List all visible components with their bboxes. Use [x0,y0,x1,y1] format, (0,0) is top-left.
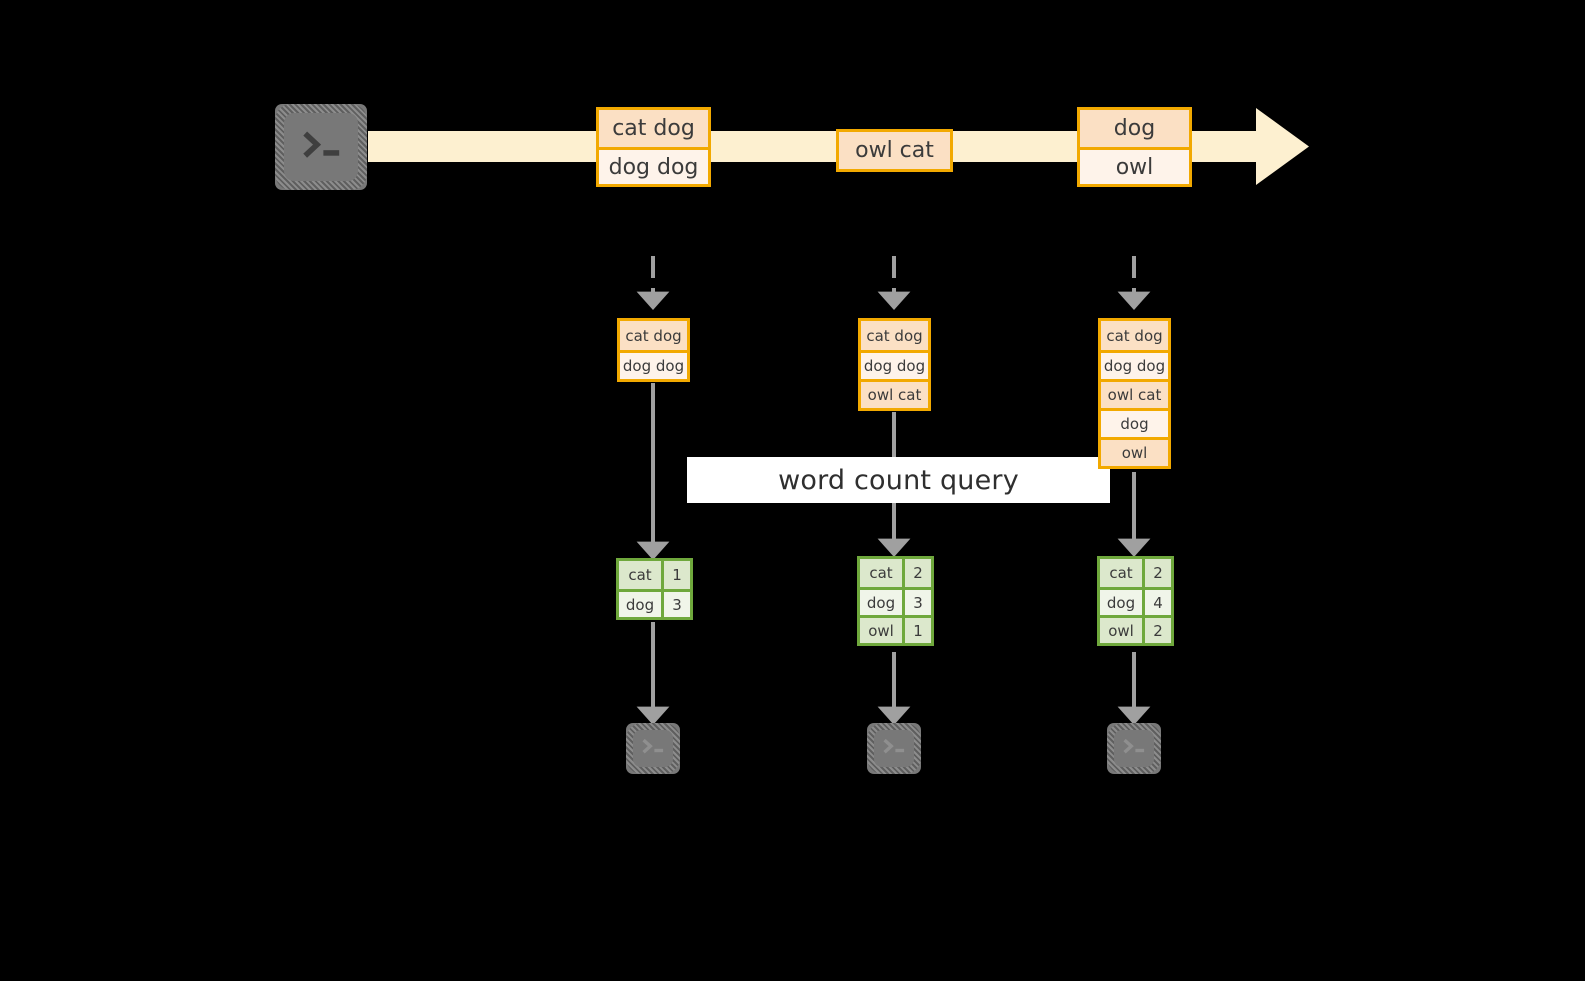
accumulated-state-t1[interactable]: cat dog dog dog [617,318,690,382]
terminal-screen [633,730,673,767]
state-line: owl cat [1101,379,1168,408]
result-table-t3[interactable]: cat 2 dog 4 owl 2 [1097,556,1174,646]
stream-to-state-arrows [636,256,1151,311]
state-line: dog dog [620,350,687,379]
result-word: cat [1100,559,1145,587]
result-table-t2[interactable]: cat 2 dog 3 owl 1 [857,556,934,646]
state-line: dog dog [1101,350,1168,379]
accumulated-state-t2[interactable]: cat dog dog dog owl cat [858,318,931,411]
message-line: owl cat [839,132,950,169]
message-line: owl [1080,147,1189,184]
query-label-text: word count query [778,464,1019,496]
consumer-terminal-t3[interactable] [1098,714,1170,783]
stream-message-3[interactable]: dog owl [1077,107,1192,187]
result-word: dog [1100,590,1145,615]
state-line: owl cat [861,379,928,408]
terminal-prompt-icon [642,738,664,754]
result-table-t1[interactable]: cat 1 dog 3 [616,558,693,620]
result-to-consumer-arrows [636,622,1151,726]
result-count: 1 [913,621,923,640]
result-word: dog [860,590,905,615]
table-row: cat 1 [619,561,690,589]
state-line: owl [1101,437,1168,466]
terminal-prompt-icon [1123,738,1145,754]
state-line: cat dog [861,321,928,350]
message-line: cat dog [599,110,708,147]
message-line: dog dog [599,147,708,184]
result-count: 1 [672,566,682,584]
table-row: owl 1 [860,615,931,643]
state-line: dog dog [861,350,928,379]
result-count: 2 [1153,564,1163,582]
result-count: 3 [913,593,923,612]
table-row: dog 3 [619,589,690,617]
result-word: cat [860,559,905,587]
table-row: dog 3 [860,587,931,615]
producer-terminal[interactable] [266,95,376,199]
result-word: dog [619,592,664,617]
table-row: owl 2 [1100,615,1171,643]
consumer-terminal-t1[interactable] [617,714,689,783]
message-line: dog [1080,110,1189,147]
state-line: dog [1101,408,1168,437]
result-count: 2 [913,564,923,582]
result-word: cat [619,561,664,589]
accumulated-state-t3[interactable]: cat dog dog dog owl cat dog owl [1098,318,1171,469]
table-row: cat 2 [860,559,931,587]
consumer-terminal-t2[interactable] [858,714,930,783]
result-count: 3 [672,595,682,614]
terminal-prompt-icon [303,131,340,158]
result-word: owl [1100,618,1145,643]
stream-message-1[interactable]: cat dog dog dog [596,107,711,187]
result-count: 2 [1153,621,1163,640]
table-row: cat 2 [1100,559,1171,587]
terminal-screen [874,730,914,767]
terminal-screen [284,113,358,181]
terminal-screen [1114,730,1154,767]
table-row: dog 4 [1100,587,1171,615]
result-count: 4 [1153,593,1163,612]
query-label-band: word count query [687,457,1110,503]
state-line: cat dog [1101,321,1168,350]
result-word: owl [860,618,905,643]
terminal-prompt-icon [883,738,905,754]
stream-message-2[interactable]: owl cat [836,129,953,172]
state-line: cat dog [620,321,687,350]
